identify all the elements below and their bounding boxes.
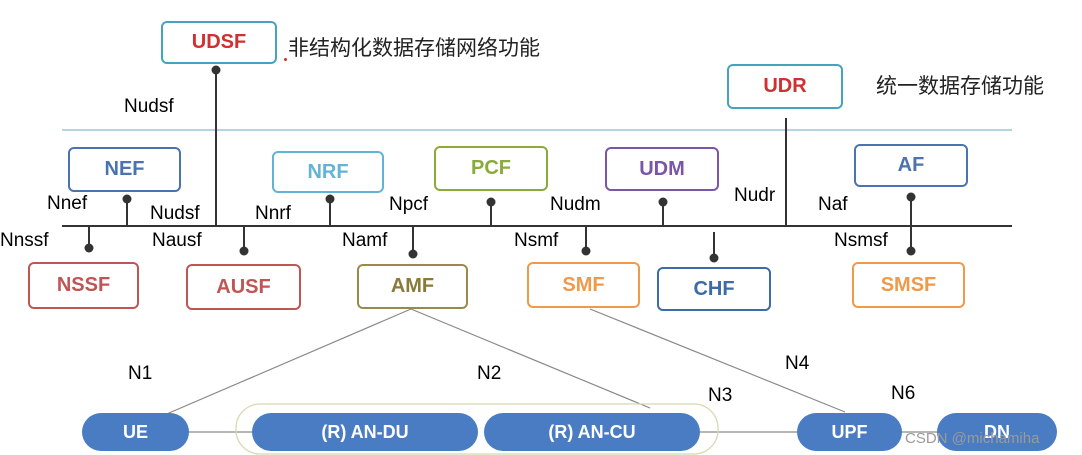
reference-lines: [161, 308, 937, 433]
an-cu-node[interactable]: (R) AN-CU: [484, 413, 700, 451]
nudsf-label: Nudsf: [150, 203, 200, 224]
namf-label: Namf: [342, 230, 388, 251]
udm-box[interactable]: UDM: [605, 147, 719, 191]
upper-connectors: [122, 192, 916, 226]
n3-label: N3: [708, 385, 733, 406]
nrf-box[interactable]: NRF: [272, 151, 384, 193]
smsf-box[interactable]: SMSF: [852, 262, 965, 308]
udsf-caption: 非结构化数据存储网络功能: [288, 36, 540, 60]
lower-connectors: [84, 226, 916, 263]
n4-label: N4: [785, 353, 810, 374]
nsmsf-label: Nsmsf: [834, 230, 888, 251]
nudr-label: Nudr: [734, 185, 776, 206]
naf-label: Naf: [818, 194, 848, 215]
ue-node[interactable]: UE: [82, 413, 189, 451]
nsmf-label: Nsmf: [514, 230, 559, 251]
chf-box[interactable]: CHF: [657, 267, 771, 311]
nnrf-label: Nnrf: [255, 203, 291, 224]
n1-label: N1: [128, 363, 153, 384]
nnssf-label: Nnssf: [0, 230, 49, 251]
nudm-label: Nudm: [550, 194, 601, 215]
upf-node[interactable]: UPF: [797, 413, 902, 451]
udsf-box[interactable]: UDSF: [161, 21, 277, 64]
an-du-node[interactable]: (R) AN-DU: [252, 413, 478, 451]
pcf-box[interactable]: PCF: [434, 146, 548, 191]
n6-label: N6: [891, 383, 916, 404]
nausf-label: Nausf: [152, 230, 202, 251]
nnef-label: Nnef: [47, 193, 88, 214]
udr-box[interactable]: UDR: [727, 64, 843, 109]
af-box[interactable]: AF: [854, 144, 968, 187]
red-dot: [284, 58, 287, 61]
smf-box[interactable]: SMF: [527, 262, 640, 308]
nef-box[interactable]: NEF: [68, 147, 181, 192]
amf-box[interactable]: AMF: [357, 264, 468, 309]
nudsf-upper-label: Nudsf: [124, 96, 174, 117]
ran-group-outline: [235, 403, 719, 455]
nssf-box[interactable]: NSSF: [28, 262, 139, 309]
npcf-label: Npcf: [389, 194, 429, 215]
n2-label: N2: [477, 363, 502, 384]
watermark: CSDN @michamiha: [905, 430, 1040, 447]
ausf-box[interactable]: AUSF: [186, 264, 301, 310]
dn-node[interactable]: DN: [937, 413, 1057, 451]
udr-caption: 统一数据存储功能: [876, 74, 1044, 98]
